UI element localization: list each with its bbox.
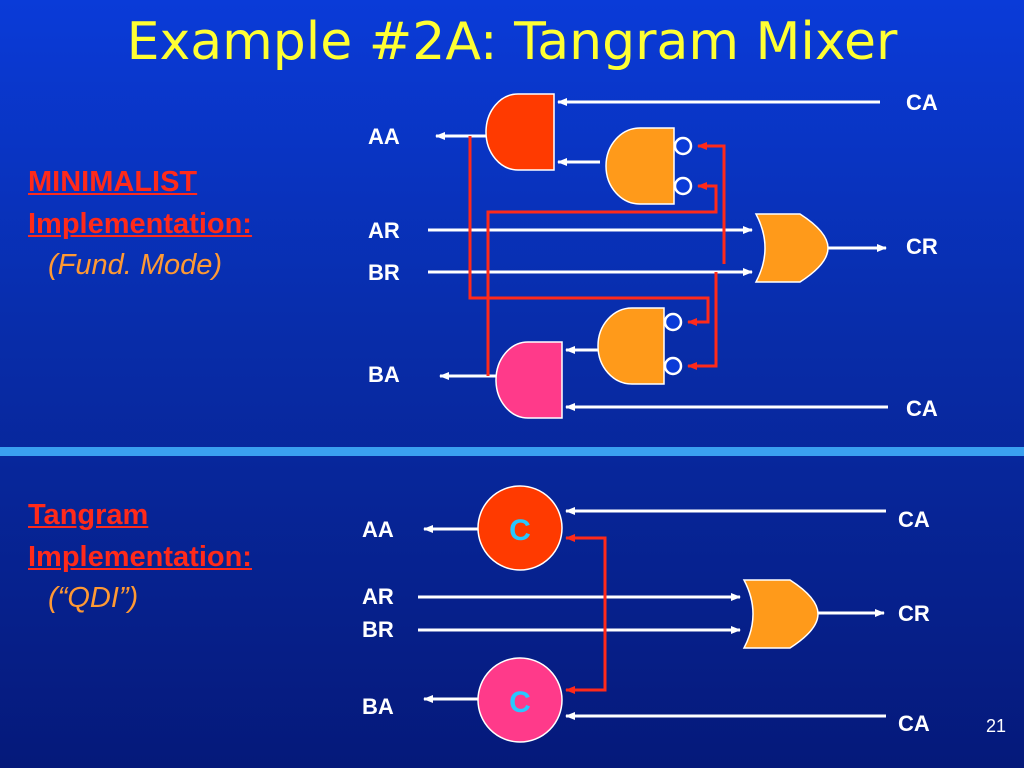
tangram-circuit: C C AA AR BR BA CA CR CA <box>362 485 930 743</box>
signal-label-ca-top: CA <box>906 90 938 115</box>
c-element-bottom <box>477 657 563 743</box>
signal-label-ca-bottom: CA <box>898 711 930 736</box>
inverter-bubble <box>673 176 693 196</box>
signal-label-ba: BA <box>368 362 400 387</box>
minimalist-heading: MINIMALIST <box>28 166 198 198</box>
c-element-bottom-label: C <box>509 686 531 719</box>
inverter-bubble <box>663 356 683 376</box>
signal-label-ca-top: CA <box>898 507 930 532</box>
qdi-label: (“QDI”) <box>48 582 139 614</box>
wire-cr-feedback-top <box>565 534 607 690</box>
signal-label-br: BR <box>362 617 394 642</box>
wire-aa-feedback <box>468 136 710 326</box>
wire-cr-feedback-top <box>697 142 726 264</box>
tangram-heading: Tangram <box>28 499 149 531</box>
section-divider <box>0 447 1024 456</box>
signal-label-cr: CR <box>898 601 930 626</box>
inverter-bubble <box>673 136 693 156</box>
gate-aa-and <box>485 93 555 171</box>
gate-orange-top <box>605 127 675 205</box>
page-number: 21 <box>985 716 1006 736</box>
minimalist-circuit: AA AR BR BA CA CR CA <box>368 90 938 421</box>
gate-ba-and <box>495 341 563 419</box>
fund-mode-label: (Fund. Mode) <box>48 249 223 281</box>
inverter-bubble <box>663 312 683 332</box>
wire-ba-feedback <box>486 182 718 376</box>
c-element-top-label: C <box>509 514 531 547</box>
gate-orange-bottom <box>597 307 665 385</box>
c-element-top <box>477 485 563 571</box>
wire-cr-feedback-bottom <box>565 636 607 694</box>
gate-cr-or <box>754 213 829 283</box>
signal-label-cr: CR <box>906 234 938 259</box>
tangram-implementation-label: Implementation: <box>28 541 252 573</box>
minimalist-implementation-label: Implementation: <box>28 208 252 240</box>
wire-cr-feedback-bottom <box>687 272 718 370</box>
signal-label-ar: AR <box>368 218 400 243</box>
signal-label-br: BR <box>368 260 400 285</box>
signal-label-ar: AR <box>362 584 394 609</box>
slide-title: Example #2A: Tangram Mixer <box>126 12 898 72</box>
signal-label-aa: AA <box>362 517 394 542</box>
signal-label-aa: AA <box>368 124 400 149</box>
signal-label-ca-bottom: CA <box>906 396 938 421</box>
gate-cr-or <box>742 579 819 649</box>
signal-label-ba: BA <box>362 694 394 719</box>
